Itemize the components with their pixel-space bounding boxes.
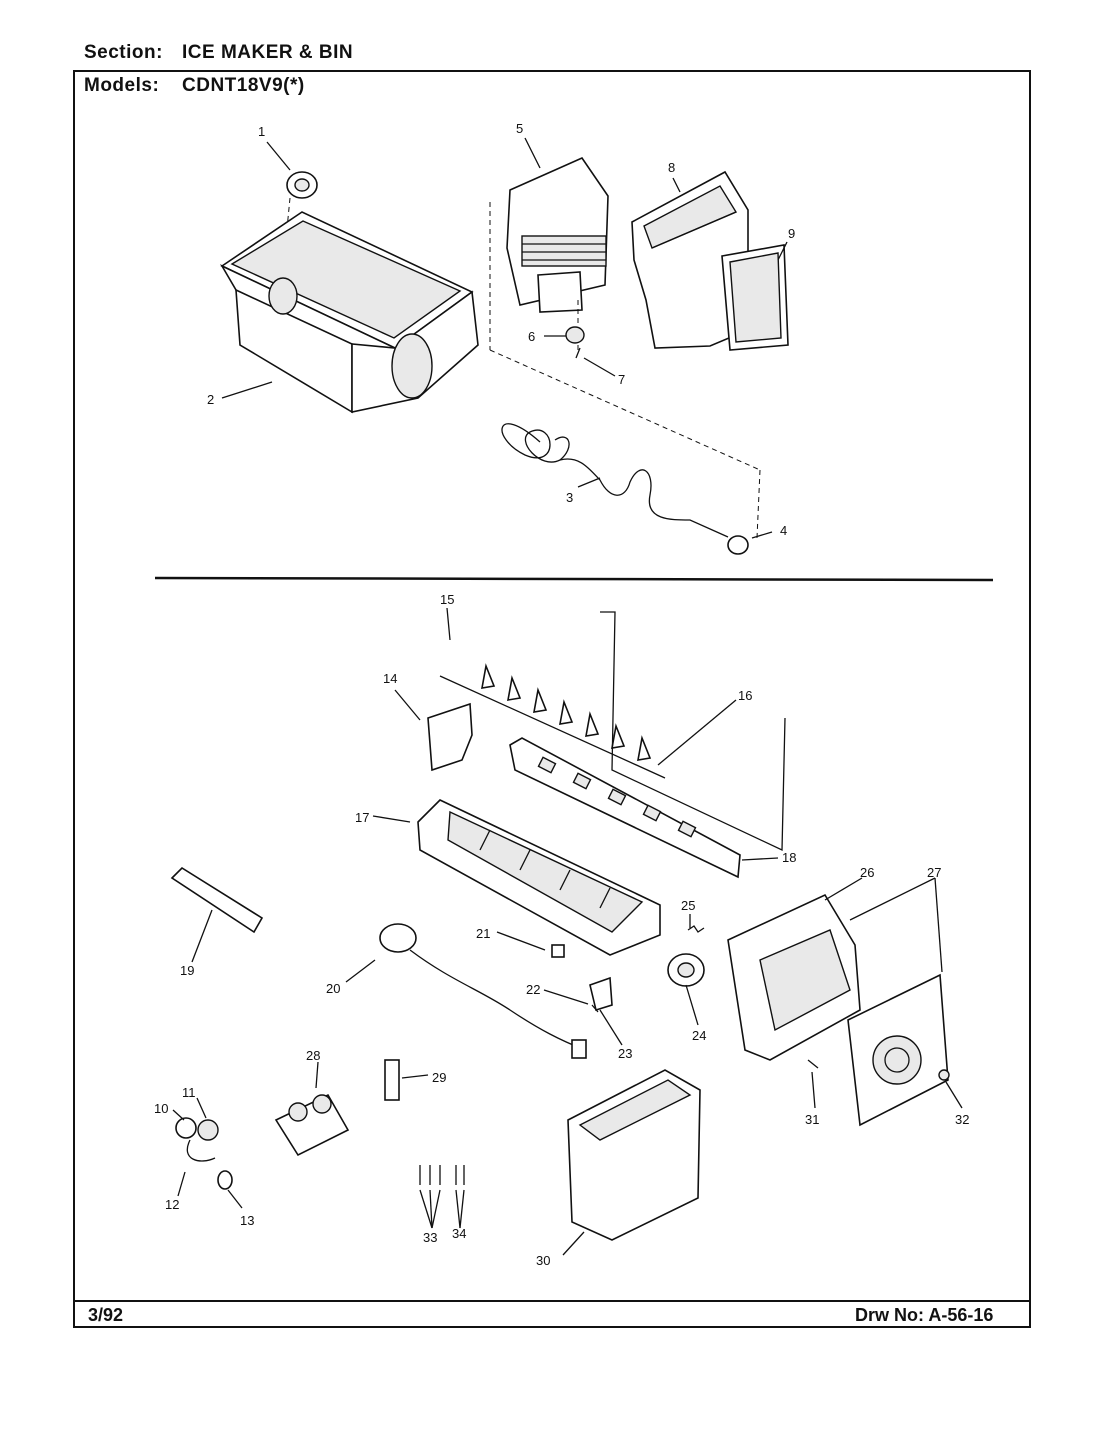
part-20-thermostat-harness <box>379 923 587 1059</box>
callout-34: 34 <box>452 1226 466 1241</box>
callout-14: 14 <box>383 671 397 686</box>
callout-10: 10 <box>154 1101 168 1116</box>
models-header: Models: CDNT18V9(*) <box>84 75 305 97</box>
callout-5: 5 <box>516 121 523 136</box>
part-17-mold <box>417 799 661 956</box>
part-30-front-cover <box>567 1069 701 1241</box>
callout-29: 29 <box>432 1070 446 1085</box>
drawing-number: Drw No: A-56-16 <box>855 1305 994 1325</box>
part-9-flap <box>721 244 789 351</box>
callout-20: 20 <box>326 981 340 996</box>
callout-30: 30 <box>536 1253 550 1268</box>
callout-18: 18 <box>782 850 796 865</box>
part-15-ejector <box>439 663 666 779</box>
callout-24: 24 <box>692 1028 706 1043</box>
callout-16: 16 <box>738 688 752 703</box>
callout-1: 1 <box>258 124 265 139</box>
callout-leaders <box>172 137 963 1256</box>
part-10-11-12-13-valve-assembly <box>175 1117 233 1190</box>
callout-23: 23 <box>618 1046 632 1061</box>
part-25-spring <box>687 925 705 933</box>
part-23-bracket <box>589 976 613 1012</box>
part-14-mold-cover <box>427 702 473 772</box>
callout-4: 4 <box>780 523 787 538</box>
part-2-ice-bin <box>220 211 479 414</box>
part-8-chute-housing <box>631 170 749 349</box>
callout-26: 26 <box>860 865 874 880</box>
part-28-water-valve <box>274 1093 350 1157</box>
section-label: Section: <box>84 42 163 63</box>
section-header: Section: ICE MAKER & BIN <box>84 42 353 64</box>
section-value: ICE MAKER & BIN <box>182 42 354 63</box>
footer-rule <box>73 1300 1031 1302</box>
callout-27: 27 <box>927 865 941 880</box>
callout-19: 19 <box>180 963 194 978</box>
guide-line <box>756 469 761 539</box>
callout-32: 32 <box>955 1112 969 1127</box>
part-32-nut <box>938 1069 950 1081</box>
part-16-shutoff-arm <box>600 611 786 852</box>
callout-28: 28 <box>306 1048 320 1063</box>
part-24-motor <box>667 953 705 987</box>
guide-line <box>489 349 761 471</box>
models-value: CDNT18V9(*) <box>182 75 305 96</box>
callout-12: 12 <box>165 1197 179 1212</box>
part-7-pin <box>575 347 581 359</box>
callout-11: 11 <box>182 1085 196 1100</box>
callout-3: 3 <box>566 490 573 505</box>
part-18-stripper <box>509 737 741 879</box>
callout-7: 7 <box>618 372 625 387</box>
callout-8: 8 <box>668 160 675 175</box>
callout-13: 13 <box>240 1213 254 1228</box>
callout-21: 21 <box>476 926 490 941</box>
callout-31: 31 <box>805 1112 819 1127</box>
callout-15: 15 <box>440 592 454 607</box>
models-label: Models: <box>84 75 160 96</box>
callout-25: 25 <box>681 898 695 913</box>
callout-6: 6 <box>528 329 535 344</box>
callout-2: 2 <box>207 392 214 407</box>
footer-date: 3/92 <box>88 1305 124 1325</box>
diagram-frame <box>73 70 1031 1328</box>
part-26-control-housing <box>727 893 861 1061</box>
callout-17: 17 <box>355 810 369 825</box>
part-27-control-module <box>847 973 949 1127</box>
part-21-clip <box>551 944 565 958</box>
part-6-nut <box>565 326 585 344</box>
part-29-tube-fitting <box>384 1059 400 1101</box>
part-1-cap <box>279 171 318 301</box>
callout-22: 22 <box>526 982 540 997</box>
section-divider <box>154 576 994 582</box>
callout-33: 33 <box>423 1230 437 1245</box>
part-4-bushing <box>727 535 749 555</box>
part-3-auger <box>501 423 729 538</box>
part-5-chute-bracket <box>506 156 609 313</box>
part-19-fill-tube <box>170 866 264 934</box>
callout-9: 9 <box>788 226 795 241</box>
part-31-screw <box>807 1059 819 1069</box>
part-33-34-screws <box>419 1165 465 1185</box>
